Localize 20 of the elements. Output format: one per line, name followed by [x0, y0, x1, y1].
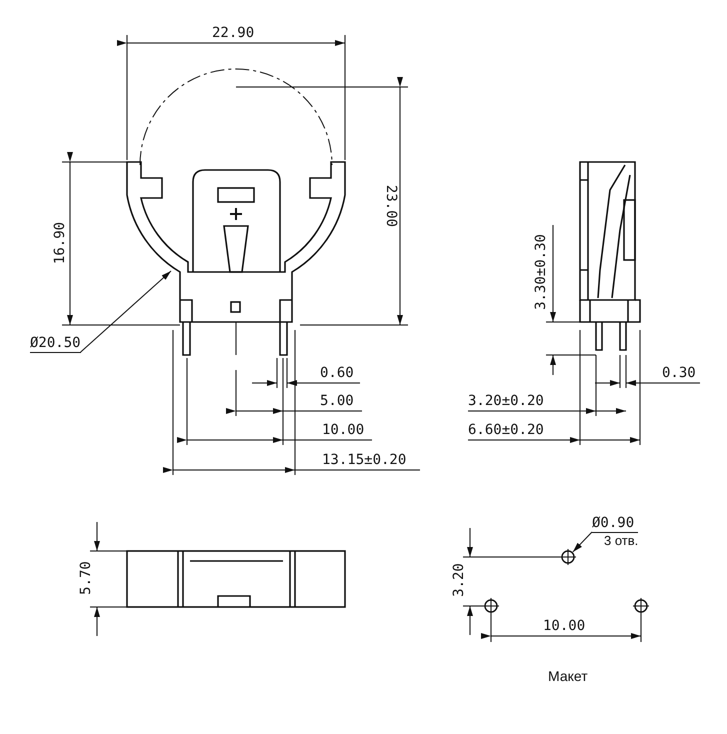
leader-line: [572, 532, 592, 552]
dimension-value: 3.20±0.20: [468, 393, 544, 409]
dimension-value: 10.00: [322, 422, 364, 438]
dimension-value: 3.20: [450, 563, 467, 597]
dimension-value: 10.00: [543, 618, 586, 634]
dimension-value: 5.70: [78, 561, 94, 595]
dimension-value: 0.30: [662, 365, 696, 381]
view-caption: Макет: [548, 668, 588, 684]
dimension-value: 16.90: [52, 222, 68, 264]
dimension-value: 22.90: [212, 25, 254, 41]
dimension-value: Ø0.90: [592, 515, 638, 533]
dimension-value: Ø20.50: [30, 335, 81, 353]
dimension-value: 13.15±0.20: [322, 452, 406, 468]
dimension-note: 3 отв.: [603, 533, 638, 549]
dimension-value: 23.00: [383, 184, 400, 228]
leader-line: [80, 270, 172, 353]
dimension-value: 3.30±0.30: [532, 234, 549, 310]
dimension-value: 5.00: [320, 393, 354, 409]
dimension-value: 6.60±0.20: [468, 422, 544, 438]
dimension-value: 0.60: [320, 365, 354, 381]
